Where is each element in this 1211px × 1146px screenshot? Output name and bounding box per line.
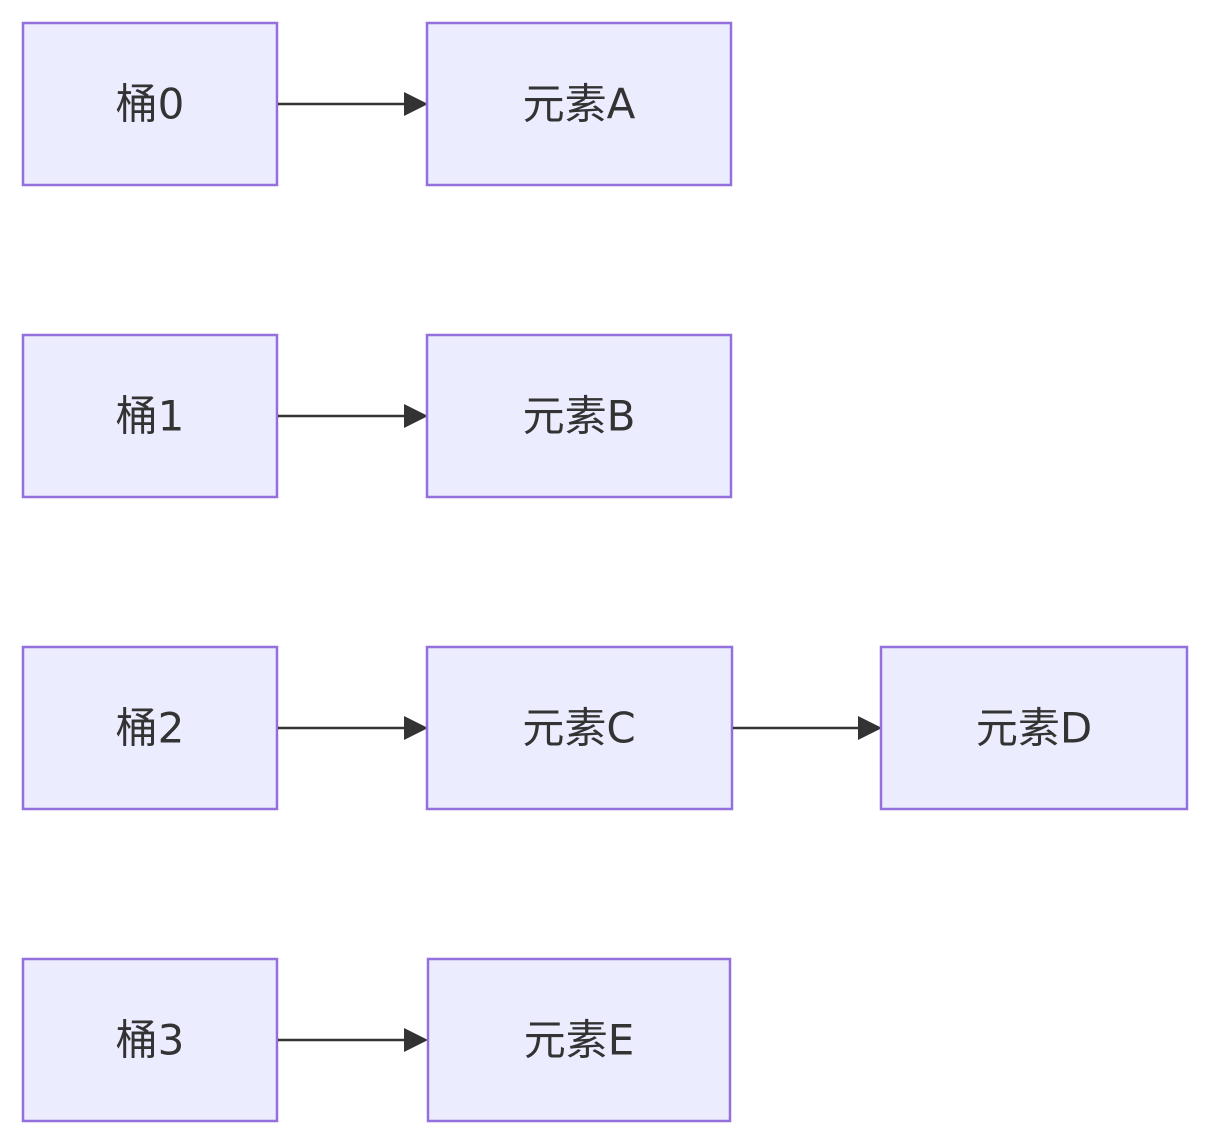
bucket-node-0: 桶0 [21, 21, 279, 187]
element-label-a: 元素A [523, 80, 636, 129]
bucket-label-3: 桶3 [116, 1016, 185, 1065]
edge-bucket-2-to-element-c [278, 716, 428, 740]
element-node-c: 元素C [425, 645, 734, 811]
element-node-d: 元素D [879, 645, 1189, 811]
element-label-d: 元素D [976, 704, 1092, 753]
row-bucket-0: 桶0 元素A [21, 21, 733, 187]
edge-element-c-to-element-d [733, 716, 882, 740]
element-node-b: 元素B [425, 333, 733, 499]
row-bucket-1: 桶1 元素B [21, 333, 733, 499]
row-bucket-3: 桶3 元素E [21, 957, 732, 1123]
element-label-e: 元素E [524, 1016, 635, 1065]
bucket-node-2: 桶2 [21, 645, 279, 811]
element-label-b: 元素B [523, 392, 636, 441]
element-label-c: 元素C [522, 704, 635, 753]
element-node-e: 元素E [426, 957, 732, 1123]
bucket-node-3: 桶3 [21, 957, 279, 1123]
bucket-label-1: 桶1 [116, 392, 185, 441]
edge-bucket-1-to-element-b [278, 404, 428, 428]
element-node-a: 元素A [425, 21, 733, 187]
bucket-node-1: 桶1 [21, 333, 279, 499]
row-bucket-2: 桶2 元素C 元素D [21, 645, 1189, 811]
bucket-label-2: 桶2 [116, 704, 185, 753]
edge-bucket-3-to-element-e [278, 1028, 428, 1052]
bucket-label-0: 桶0 [116, 80, 185, 129]
edge-bucket-0-to-element-a [278, 92, 428, 116]
